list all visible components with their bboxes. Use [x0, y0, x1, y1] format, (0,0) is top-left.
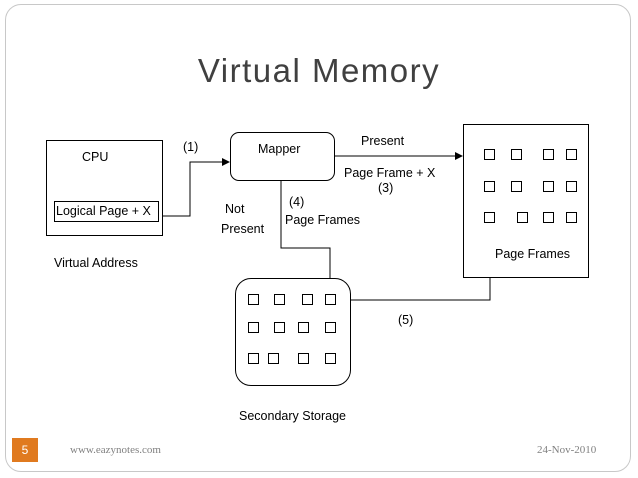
- footer-website: www.eazynotes.com: [70, 444, 161, 456]
- secondary-storage-caption: Secondary Storage: [239, 409, 347, 423]
- storage-page-slot: [325, 322, 336, 333]
- page-frame-slot: [511, 181, 522, 192]
- page-frame-slot: [543, 149, 554, 160]
- page-frame-slot: [543, 212, 554, 223]
- page-frame-slot: [484, 181, 495, 192]
- storage-page-slot: [298, 353, 309, 364]
- footer-date: 24-Nov-2010: [537, 444, 597, 456]
- virtual-address-label: Virtual Address: [54, 256, 138, 270]
- page-frames-edge-label: Page Frames: [285, 213, 361, 227]
- arrow-mapper-to-storage: [280, 181, 334, 296]
- storage-page-slot: [325, 294, 336, 305]
- present-label: Present: [361, 134, 405, 148]
- storage-page-slot: [248, 322, 259, 333]
- step-5-label: (5): [398, 313, 414, 327]
- page-frame-slot: [484, 212, 495, 223]
- mapper-box: [230, 132, 335, 181]
- storage-page-slot: [248, 294, 259, 305]
- storage-page-slot: [268, 353, 279, 364]
- page-frame-x-label: Page Frame + X: [344, 166, 436, 180]
- page-frame-slot: [517, 212, 528, 223]
- storage-page-slot: [302, 294, 313, 305]
- slide-title: Virtual Memory: [197, 52, 441, 89]
- page-frame-slot: [484, 149, 495, 160]
- storage-page-slot: [325, 353, 336, 364]
- page-frame-slot: [566, 149, 577, 160]
- step-3-label: (3): [378, 181, 394, 195]
- logical-page-box: [54, 201, 159, 222]
- page-frame-slot: [511, 149, 522, 160]
- page-frame-slot: [566, 212, 577, 223]
- storage-page-slot: [274, 294, 285, 305]
- step-4-label: (4): [289, 195, 305, 209]
- page-frame-slot: [566, 181, 577, 192]
- mapper-label: Mapper: [258, 142, 301, 156]
- not-label: Not: [225, 202, 245, 216]
- storage-page-slot: [298, 322, 309, 333]
- logical-page-label: Logical Page + X: [56, 204, 151, 218]
- storage-page-slot: [274, 322, 285, 333]
- cpu-label: CPU: [82, 150, 109, 164]
- arrow-cpu-to-mapper: [159, 158, 230, 217]
- page-frames-caption: Page Frames: [495, 247, 571, 261]
- storage-page-slot: [248, 353, 259, 364]
- page-frame-slot: [543, 181, 554, 192]
- present-label-2: Present: [221, 222, 265, 236]
- slide-number-badge: 5: [12, 438, 38, 462]
- step-1-label: (1): [183, 140, 199, 154]
